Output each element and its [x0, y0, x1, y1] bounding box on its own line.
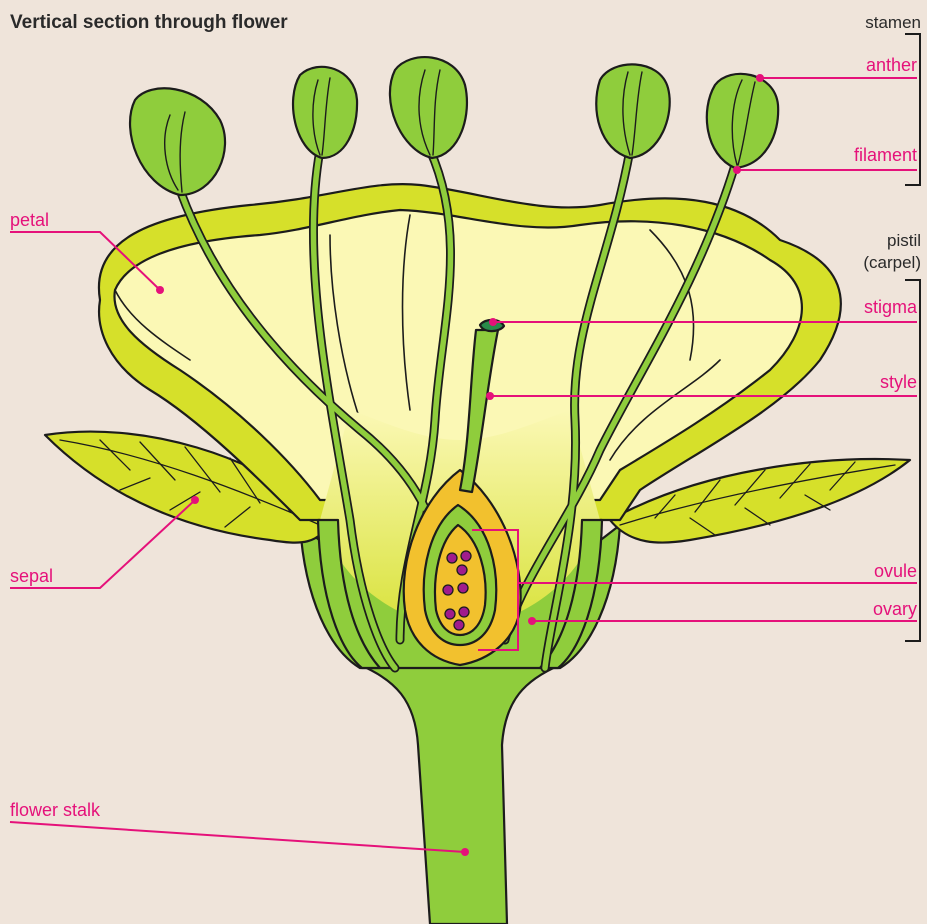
anther-3 [390, 57, 467, 158]
flower-stalk [360, 665, 560, 924]
label-style: style [880, 372, 917, 393]
diagram-title: Vertical section through flower [10, 12, 288, 34]
label-ovary: ovary [873, 599, 917, 620]
label-stigma: stigma [864, 297, 917, 318]
anther-5 [707, 74, 778, 168]
anther-2 [293, 67, 357, 158]
label-sepal: sepal [10, 566, 53, 587]
label-flower-stalk: flower stalk [10, 800, 100, 821]
label-filament: filament [854, 145, 917, 166]
label-petal: petal [10, 210, 49, 231]
group-label-pistil: pistil [887, 230, 921, 251]
group-label-carpel: (carpel) [863, 252, 921, 273]
label-ovule: ovule [874, 561, 917, 582]
anther-1 [130, 88, 225, 195]
group-label-stamen: stamen [865, 12, 921, 33]
label-anther: anther [866, 55, 917, 76]
